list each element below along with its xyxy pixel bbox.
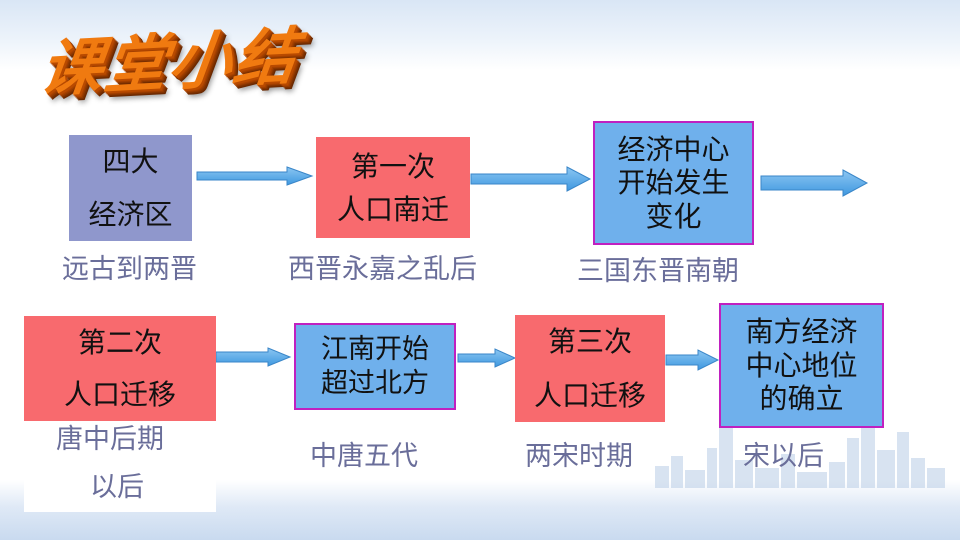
- box-line: 变化: [645, 199, 702, 233]
- top-gradient-band: [0, 0, 960, 70]
- box-line: 人口迁移: [63, 378, 176, 412]
- box-line: 开始发生: [617, 166, 730, 200]
- arrow-3: [760, 169, 869, 197]
- box-line: 南方经济: [745, 315, 858, 349]
- box-second-migration: 第二次 人口迁移: [24, 316, 216, 421]
- caption-box5: 中唐五代: [310, 441, 418, 472]
- box-line: 人口迁移: [533, 378, 646, 412]
- box-economic-center-change: 经济中心 开始发生 变化: [593, 121, 754, 245]
- city-skyline-decoration: [655, 424, 945, 488]
- box-line: 第一次: [350, 149, 435, 183]
- box-jiangnan-surpasses-north: 江南开始 超过北方: [294, 323, 456, 410]
- arrow-2: [470, 166, 592, 192]
- box-four-economic-regions: 四大 经济区: [69, 135, 192, 241]
- caption-box6: 两宋时期: [525, 441, 633, 472]
- box-line: 四大: [102, 145, 159, 178]
- box-line: 经济区: [88, 198, 173, 231]
- box-line: 江南开始: [321, 333, 429, 365]
- box-third-migration: 第三次 人口迁移: [515, 315, 665, 422]
- caption-box1: 远古到两晋: [62, 254, 197, 285]
- caption-box-background: [24, 420, 216, 512]
- caption-box2: 西晋永嘉之乱后: [288, 254, 477, 285]
- box-first-migration: 第一次 人口南迁: [316, 137, 470, 238]
- caption-box4-line1: 唐中后期: [56, 424, 164, 455]
- box-line: 的确立: [759, 382, 844, 416]
- caption-box7: 宋以后: [743, 441, 824, 472]
- box-line: 经济中心: [617, 132, 730, 166]
- caption-box3: 三国东晋南朝: [577, 256, 739, 287]
- box-line: 第二次: [77, 325, 162, 359]
- box-southern-center-established: 南方经济 中心地位 的确立: [719, 303, 884, 428]
- caption-box4-line2: 以后: [90, 472, 144, 503]
- arrow-1: [196, 166, 314, 186]
- box-line: 中心地位: [745, 348, 858, 382]
- arrow-6: [665, 349, 720, 371]
- arrow-5: [457, 348, 517, 368]
- box-line: 超过北方: [321, 367, 429, 399]
- box-line: 第三次: [547, 325, 632, 359]
- arrow-4: [215, 347, 292, 367]
- box-line: 人口南迁: [336, 192, 449, 226]
